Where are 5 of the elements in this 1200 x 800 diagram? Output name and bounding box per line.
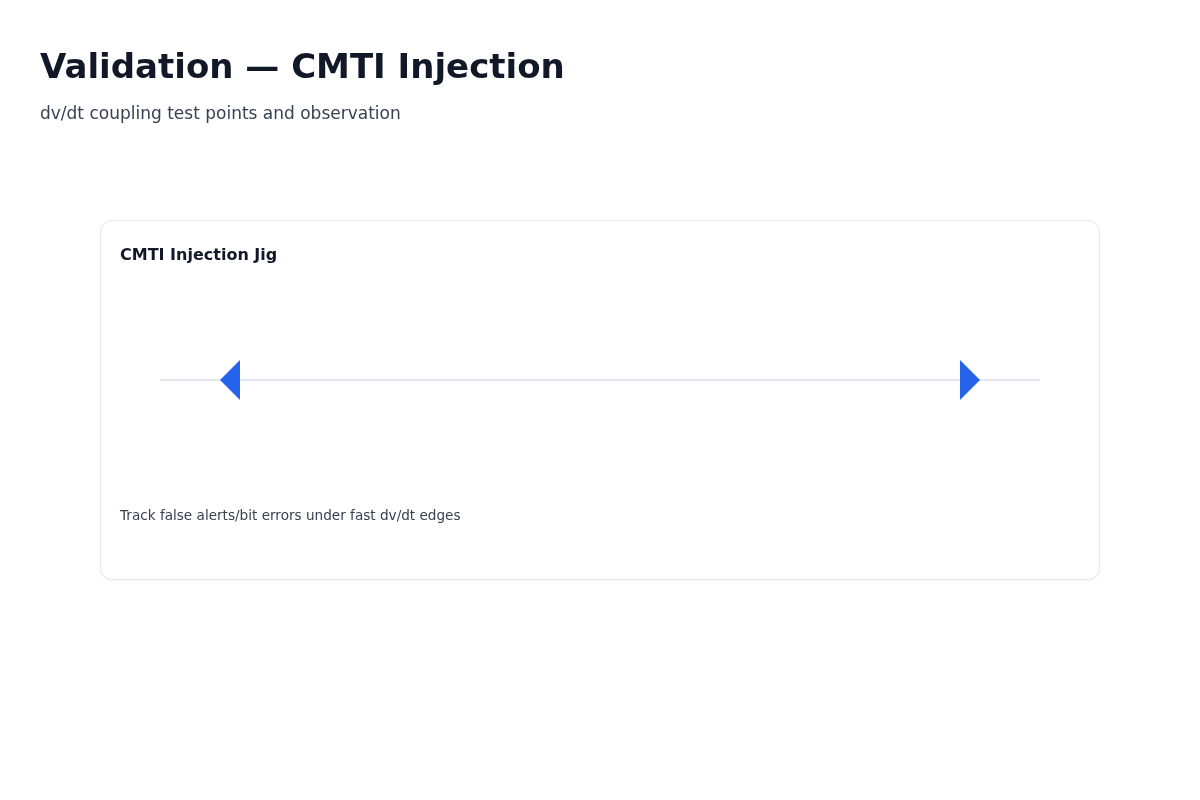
card-panel xyxy=(100,220,1100,580)
page-subtitle: dv/dt coupling test points and observation xyxy=(40,103,401,125)
card-title: CMTI Injection Jig xyxy=(120,245,278,265)
page-title: Validation — CMTI Injection xyxy=(40,46,565,87)
card-note: Track false alerts/bit errors under fast dv/dt edges xyxy=(120,507,461,525)
